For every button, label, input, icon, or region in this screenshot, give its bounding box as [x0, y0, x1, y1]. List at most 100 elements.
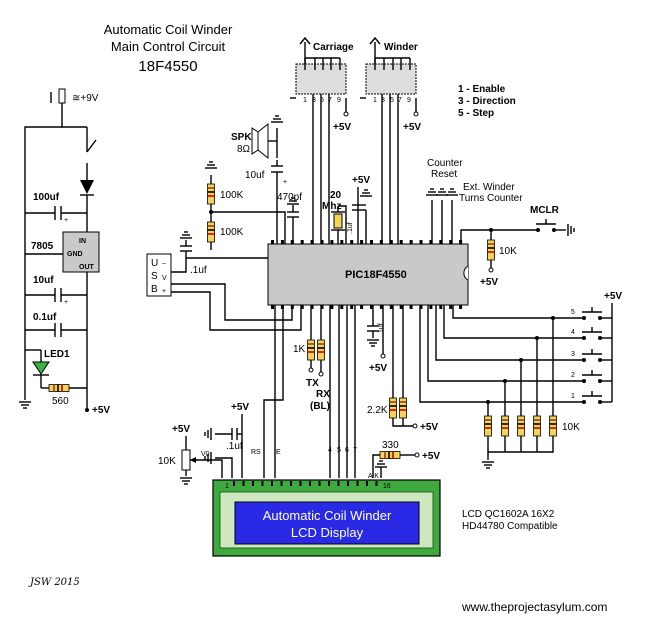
- counter-reset-line2: Reset: [431, 169, 457, 180]
- bl-label: (BL): [310, 401, 330, 412]
- mcu-pin: [429, 305, 433, 309]
- pulldown-label: 10K: [562, 422, 580, 433]
- lcd-bus: 4 5 6 7 RS E +5V .1uf +5V 10K V0 330 +5V: [158, 305, 440, 485]
- switch-label-2: 2: [571, 372, 575, 379]
- pin-legend: 1 - Enable 3 - Direction 5 - Step: [458, 84, 516, 119]
- xtal-unit: Mhz: [322, 201, 341, 212]
- mcu-pin: [399, 305, 403, 309]
- usb-pin-minus: −: [162, 261, 166, 268]
- reg-in: IN: [79, 238, 86, 245]
- bus-cap: .1uf: [226, 441, 243, 452]
- mcu-pin: [379, 240, 383, 244]
- carriage-pin-5: 5: [320, 97, 324, 104]
- speaker-icon: [251, 127, 259, 155]
- mcu-pin: [409, 240, 413, 244]
- winder-label: Winder: [384, 42, 418, 53]
- lcd-e: E: [276, 449, 281, 456]
- cap3-label: 0.1uf: [33, 312, 57, 323]
- inputs-top-right: Counter Reset Ext. Winder Turns Counter …: [425, 158, 575, 288]
- lcd-line1: Automatic Coil Winder: [263, 508, 392, 523]
- lcd-header-pin: [299, 481, 302, 486]
- carriage-pin-7: 7: [328, 97, 332, 104]
- mcu-pin: [429, 240, 433, 244]
- mcu-pin: [350, 305, 354, 309]
- rx-label: RX: [316, 389, 330, 400]
- mcu-pin: [340, 240, 344, 244]
- r330-label: 330: [382, 440, 399, 451]
- lcd-screen: [234, 501, 420, 545]
- mcu-pin: [280, 240, 284, 244]
- mcu-pin: [370, 305, 373, 309]
- lcd-header-pin: [242, 481, 245, 486]
- cap2-label: 10uf: [33, 275, 54, 286]
- lcd-rs: RS: [251, 449, 261, 456]
- mcu-pin: [360, 305, 364, 309]
- legend-step: 5 - Step: [458, 108, 494, 119]
- mcu-pin: [449, 240, 453, 244]
- top-plus5: +5V: [352, 175, 370, 186]
- header-carriage: Carriage 1 3 5 7 9 +5V: [290, 36, 354, 244]
- reset-network: 470pf 100K 100K .1uf U S B − V +: [146, 161, 302, 331]
- lcd-d4: 4: [328, 447, 332, 454]
- mid-plus5: +5V: [369, 363, 387, 374]
- mclr-vcc: +5V: [480, 277, 498, 288]
- usb-s: S: [151, 271, 158, 282]
- switch-label-1: 1: [571, 393, 575, 400]
- power-out: +5V: [92, 405, 110, 416]
- r1k-label: 1K: [293, 344, 306, 355]
- lcd-header-pin: [261, 481, 264, 486]
- mcu-pin: [290, 305, 294, 309]
- lcd-header-pin: [347, 481, 349, 486]
- lcd-header-pin: [318, 481, 321, 486]
- lcd-header-pin: [356, 481, 359, 486]
- reg-gnd: GND: [67, 251, 83, 258]
- usb-pin-plus: +: [162, 288, 166, 295]
- mcu-pin: [389, 305, 393, 309]
- mcu-pin: [459, 240, 463, 244]
- spk-ohms: 8Ω: [237, 144, 251, 155]
- serial-port: 1K TX RX (BL): [293, 305, 330, 412]
- bus-plus5: +5V: [231, 402, 249, 413]
- lcd-module: Automatic Coil Winder LCD Display 1 16: [212, 479, 441, 557]
- lcd-header-pin: [252, 481, 254, 486]
- mcu-pin: [271, 305, 274, 309]
- mcu-pin: [399, 240, 403, 244]
- legend-direction: 3 - Direction: [458, 96, 516, 107]
- usb-pin-v: V: [162, 275, 167, 282]
- mcu-pin: [419, 305, 423, 309]
- lcd-info-line1: LCD QC1602A 16X2: [462, 509, 555, 520]
- tx-label: TX: [306, 378, 319, 389]
- mcu-label: PIC18F4550: [345, 269, 407, 281]
- mclr-label: MCLR: [530, 205, 560, 216]
- svg-text:+: +: [283, 179, 287, 186]
- speaker: SPK 8Ω 10uf +: [231, 115, 287, 244]
- carriage-pin-1: 1: [303, 97, 307, 104]
- title-line2: Main Control Circuit: [111, 39, 226, 54]
- lcd-header-pin: [366, 481, 368, 486]
- lcd-header-pin: [290, 481, 292, 486]
- counter-reset-line1: Counter: [427, 158, 463, 169]
- mcu-pin: [280, 305, 284, 309]
- mcu-pin: [310, 305, 314, 309]
- switch-vcc: +5V: [604, 291, 622, 302]
- website: www.theprojectasylum.com: [461, 600, 607, 614]
- winder-pin-9: 9: [407, 97, 411, 104]
- bl-plus5: +5V: [422, 451, 440, 462]
- mcu-pin: [350, 240, 354, 244]
- led-res-label: 560: [52, 396, 69, 407]
- mid-network: .1uf +5V 2.2K +5V: [366, 305, 438, 433]
- xtal-freq: 20: [330, 190, 342, 201]
- lcd-header-pin: [337, 481, 340, 486]
- title-line1: Automatic Coil Winder: [104, 22, 233, 37]
- c470-label: 470pf: [277, 192, 302, 203]
- led-label: LED1: [44, 349, 70, 360]
- lcd-d7: 7: [353, 447, 357, 454]
- mcu-pin: [320, 240, 324, 244]
- reg-out: OUT: [79, 264, 95, 271]
- spk-label: SPK: [231, 132, 252, 143]
- lcd-line2: LCD Display: [291, 525, 364, 540]
- lcd-d6: 6: [345, 447, 349, 454]
- mcu-pin: [340, 305, 344, 309]
- supply-label: ≅+9V: [72, 93, 99, 104]
- mcu-pin: [290, 240, 294, 244]
